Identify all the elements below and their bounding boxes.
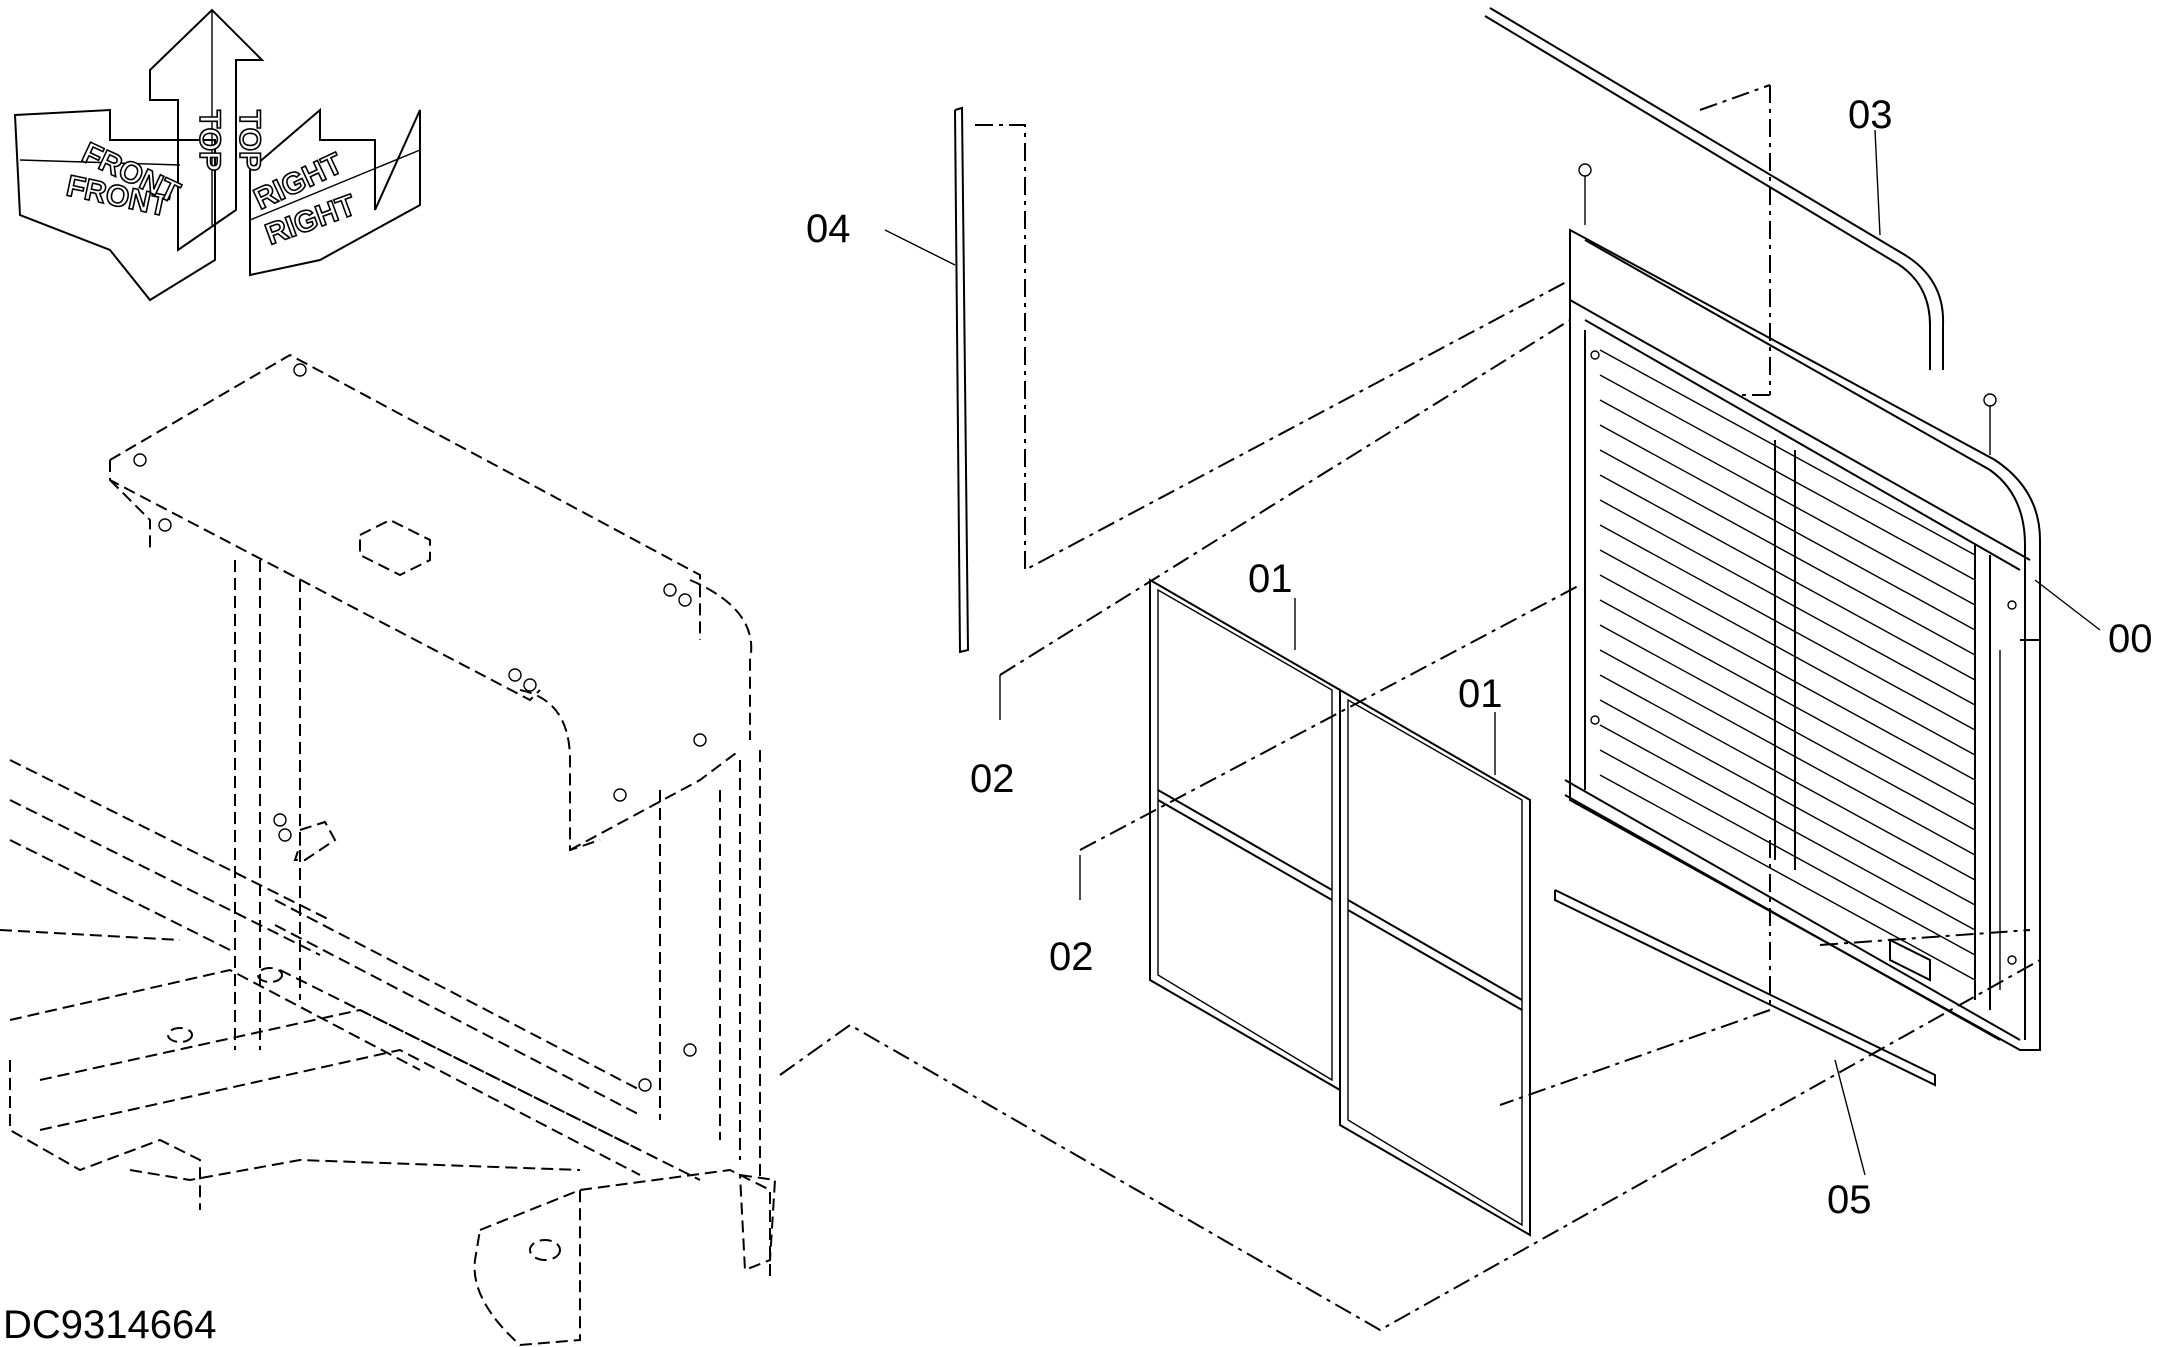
callout-leaders bbox=[884, 129, 2101, 1176]
machine-frame-phantom bbox=[0, 353, 777, 1347]
callout-01-right: 01 bbox=[1458, 672, 1503, 716]
part-01-mesh-panel-left bbox=[1149, 578, 1341, 1092]
orientation-indicator: TOP TOP FRONT FRONT RIGHT RIGHT bbox=[13, 8, 421, 302]
part-01-mesh-panel-right bbox=[1339, 688, 1531, 1237]
drawing-code: DC9314664 bbox=[3, 1303, 217, 1347]
callout-00: 00 bbox=[2108, 617, 2153, 661]
callout-05: 05 bbox=[1827, 1178, 1872, 1222]
part-04-vertical-seal bbox=[954, 106, 970, 654]
part-00-screen-assembly bbox=[1564, 163, 2041, 1051]
callout-02-upper: 02 bbox=[970, 757, 1015, 801]
callout-01-left: 01 bbox=[1248, 557, 1293, 601]
part-03-top-seal bbox=[1484, 7, 1945, 370]
orientation-top-label-shadow: TOP bbox=[233, 110, 266, 171]
orientation-top-label: TOP bbox=[193, 110, 226, 171]
callout-labels: 00 01 01 02 02 03 04 05 bbox=[806, 93, 2153, 1222]
callout-03: 03 bbox=[1848, 93, 1893, 137]
part-05-bottom-seal bbox=[1554, 889, 1936, 1087]
callout-02-lower: 02 bbox=[1049, 935, 1094, 979]
screen-louvers bbox=[1599, 349, 1976, 981]
explode-lines bbox=[779, 84, 2041, 1332]
callout-04: 04 bbox=[806, 207, 851, 251]
